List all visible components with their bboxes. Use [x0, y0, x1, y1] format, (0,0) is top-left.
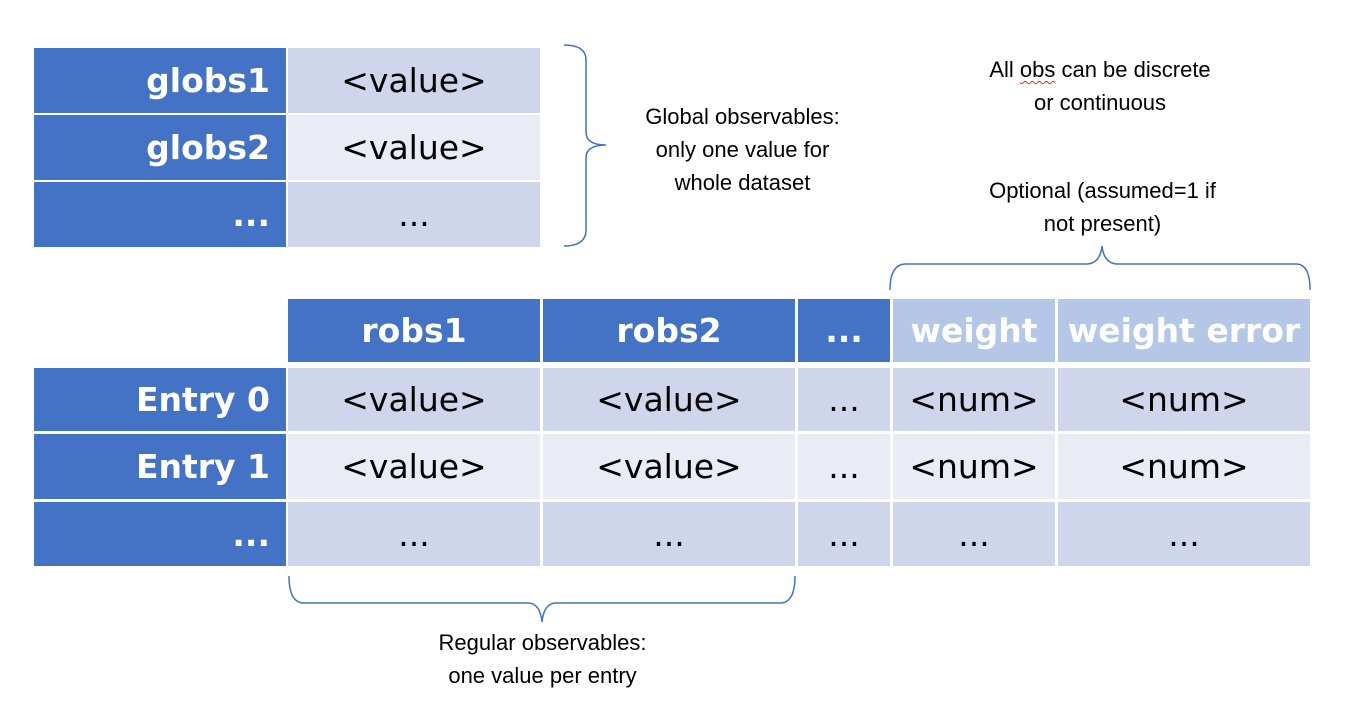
- column-header: robs2: [543, 299, 795, 362]
- note-text: can be discrete: [1055, 57, 1211, 82]
- note-line: Global observables:: [645, 104, 840, 129]
- all-obs-note: All obs can be discrete or continuous: [950, 53, 1250, 119]
- global-row-value: <value>: [288, 115, 540, 180]
- table-cell: <value>: [288, 434, 540, 499]
- column-header-optional: weight: [893, 299, 1055, 362]
- entry-row-name: ...: [34, 502, 286, 566]
- entry-row-name: Entry 0: [34, 368, 286, 431]
- column-header: robs1: [288, 299, 540, 362]
- note-line: whole dataset: [674, 170, 811, 195]
- note-line: not present): [1043, 211, 1162, 236]
- table-cell: ...: [798, 434, 890, 499]
- table-cell: <value>: [288, 368, 540, 431]
- column-header: ...: [798, 299, 890, 362]
- note-line: one value per entry: [448, 663, 637, 688]
- global-brace: [563, 44, 607, 247]
- optional-note: Optional (assumed=1 if not present): [950, 174, 1255, 240]
- table-cell: <num>: [1058, 368, 1310, 431]
- note-text: All: [989, 57, 1020, 82]
- global-row-value: <value>: [288, 48, 540, 113]
- table-cell: <num>: [893, 434, 1055, 499]
- note-line: All obs can be discrete: [950, 53, 1250, 86]
- note-line: Optional (assumed=1 if: [989, 178, 1216, 203]
- note-line: only one value for: [655, 137, 830, 162]
- global-row-name: globs1: [34, 48, 286, 113]
- regular-observables-note: Regular observables: one value per entry: [400, 626, 685, 692]
- global-row-name: ...: [34, 182, 286, 247]
- table-cell: <value>: [543, 434, 795, 499]
- global-observables-note: Global observables: only one value for w…: [610, 100, 875, 199]
- entry-row-name: Entry 1: [34, 434, 286, 499]
- table-cell: ...: [288, 502, 540, 566]
- regular-brace: [288, 575, 796, 623]
- table-cell: <value>: [543, 368, 795, 431]
- table-cell: ...: [543, 502, 795, 566]
- table-cell: <num>: [1058, 434, 1310, 499]
- table-cell: ...: [893, 502, 1055, 566]
- global-row-value: ...: [288, 182, 540, 247]
- spellcheck-word: obs: [1019, 57, 1056, 82]
- table-cell: ...: [798, 502, 890, 566]
- global-row-name: globs2: [34, 115, 286, 180]
- table-cell: <num>: [893, 368, 1055, 431]
- note-line: Regular observables:: [438, 630, 647, 655]
- table-cell: ...: [798, 368, 890, 431]
- table-cell: ...: [1058, 502, 1310, 566]
- column-header-optional: weight error: [1058, 299, 1310, 362]
- optional-brace: [889, 245, 1311, 291]
- note-line: or continuous: [1033, 90, 1167, 115]
